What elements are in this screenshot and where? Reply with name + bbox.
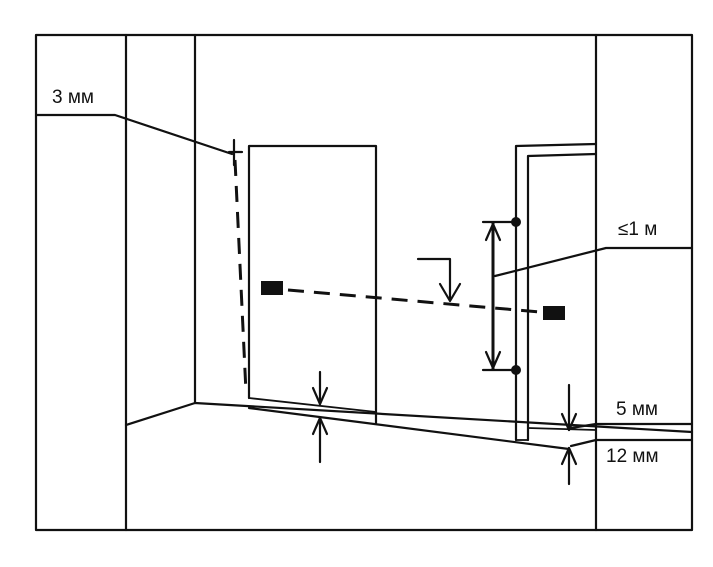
leader-12mm bbox=[569, 438, 694, 448]
gap-arrow-left-down-head bbox=[311, 416, 329, 436]
level-marker-right bbox=[543, 306, 565, 320]
left-door-threshold bbox=[248, 397, 377, 413]
level-pointer-arrowhead bbox=[438, 282, 462, 303]
vertical-dimension-arrow-bottom bbox=[484, 350, 502, 370]
gap-arrow-right-up-head bbox=[560, 412, 578, 432]
outer-frame bbox=[34, 33, 694, 532]
plumb-line-dashed bbox=[233, 159, 248, 393]
right-door-frame-outer bbox=[514, 142, 598, 442]
vertical-dimension-arrow-top bbox=[484, 222, 502, 242]
label-3mm: 3 мм bbox=[52, 87, 94, 108]
level-line-dashed bbox=[287, 288, 541, 314]
gap-arrow-left-up-head bbox=[311, 386, 329, 406]
left-door-frame bbox=[247, 144, 378, 425]
vertical-dimension-dot-bottom bbox=[511, 365, 521, 375]
floor-line-lower bbox=[247, 406, 571, 451]
level-pointer-arrow bbox=[416, 257, 452, 302]
vertical-dimension-dot-top bbox=[511, 217, 521, 227]
right-door-frame-inner bbox=[526, 152, 598, 442]
gap-arrow-right-down-head bbox=[560, 446, 578, 466]
label-le-1m: ≤1 м bbox=[618, 219, 657, 240]
right-door-step bbox=[527, 427, 597, 431]
leader-3mm bbox=[34, 113, 234, 156]
level-marker-left bbox=[261, 281, 283, 295]
floor-corner-left bbox=[124, 401, 197, 427]
label-5mm: 5 мм bbox=[616, 399, 658, 420]
leader-5mm bbox=[569, 422, 694, 430]
floor-line-upper bbox=[193, 401, 694, 434]
leader-1m bbox=[493, 246, 694, 278]
label-12mm: 12 мм bbox=[606, 446, 659, 467]
